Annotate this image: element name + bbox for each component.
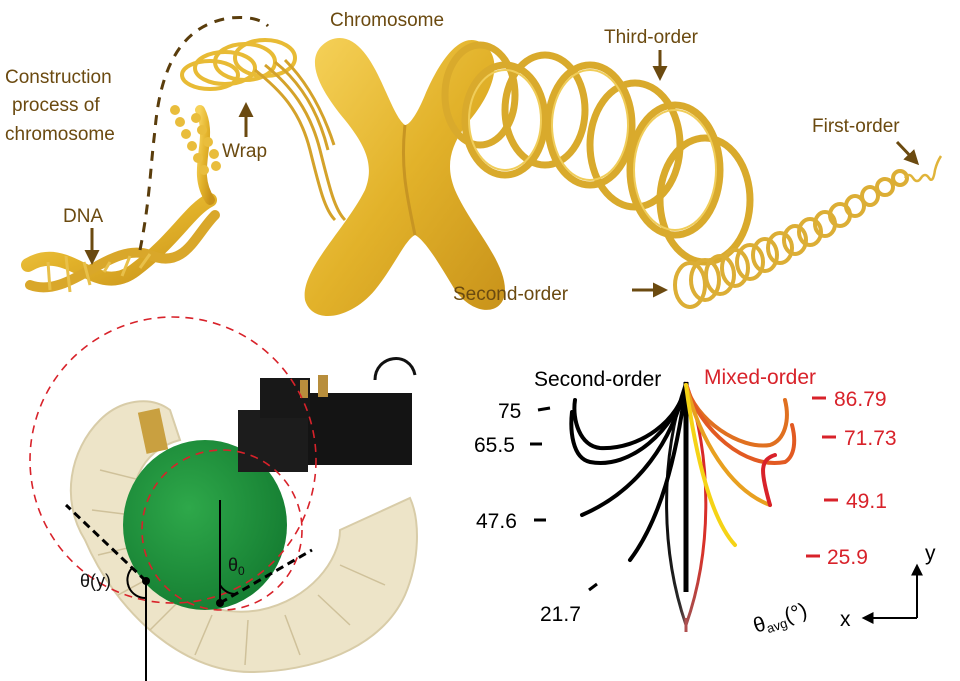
construction-dashed-path xyxy=(138,16,270,251)
construction-label-line3: chromosome xyxy=(5,124,115,145)
mixed-curve-2 xyxy=(684,383,797,466)
second-order-coil-illustration xyxy=(673,169,909,309)
tick-label-21-7: 21.7 xyxy=(540,603,581,626)
theta0-label: θ0 xyxy=(228,555,245,578)
second-order-ticks xyxy=(530,406,598,592)
theta0-arc xyxy=(219,584,237,596)
black-clamp-device xyxy=(238,357,417,472)
tick-label-49-1: 49.1 xyxy=(846,490,887,513)
theta0-subscript: 0 xyxy=(238,564,245,578)
tick-label-75: 75 xyxy=(498,400,521,423)
first-order-arrow xyxy=(895,140,920,166)
mixed-order-ticks xyxy=(806,396,838,558)
theta-avg-label: θavg(°) xyxy=(750,599,810,640)
wrap-coil-illustration xyxy=(170,38,347,222)
theta-avg-subscript: avg xyxy=(765,615,790,636)
chromosome-x-illustration xyxy=(304,38,505,317)
mixed-curve-red-tip xyxy=(761,453,777,507)
chromosome-label: Chromosome xyxy=(330,10,444,31)
green-cylinder xyxy=(123,440,287,610)
inner-dashed-circle xyxy=(141,449,303,611)
third-order-coil-illustration xyxy=(441,41,754,266)
construction-label-line2: process of xyxy=(12,95,100,116)
second-order-curves xyxy=(569,383,688,562)
mixed-curve-4 xyxy=(684,383,737,547)
actuator-photo-panel: θ(y) θ0 xyxy=(29,316,418,681)
tick-label-47-6: 47.6 xyxy=(476,510,517,533)
theta-y-dashed-tangent xyxy=(64,503,148,583)
mixed-order-title: Mixed-order xyxy=(704,366,816,389)
soft-actuator-body xyxy=(69,400,418,674)
curvature-diagram: Second-order Mixed-order 75 65.5 47.6 21… xyxy=(474,366,936,640)
left-connector-tab xyxy=(137,408,169,454)
theta0-pivot xyxy=(216,599,224,607)
theta-y-arc xyxy=(126,567,147,600)
dna-helix-illustration xyxy=(21,105,220,293)
mixed-curve-3 xyxy=(684,383,772,507)
tick-label-65-5: 65.5 xyxy=(474,434,515,457)
wrap-label: Wrap xyxy=(222,141,267,162)
theta-y-label: θ(y) xyxy=(80,571,111,591)
tick-75 xyxy=(537,406,551,412)
first-order-label: First-order xyxy=(812,116,900,137)
tick-label-25-9: 25.9 xyxy=(827,546,868,569)
dna-label: DNA xyxy=(63,206,103,227)
second-order-label: Second-order xyxy=(453,284,569,305)
third-order-coil-highlights xyxy=(468,69,717,231)
tick-label-71-73: 71.73 xyxy=(844,427,897,450)
construction-panel: Construction process of chromosome DNA W… xyxy=(5,10,943,317)
third-order-label: Third-order xyxy=(604,27,699,48)
construction-label-line1: Construction xyxy=(5,67,112,88)
y-axis-label: y xyxy=(925,542,936,565)
second-order-title: Second-order xyxy=(534,368,661,391)
x-axis-label: x xyxy=(840,608,851,631)
theta-y-pivot xyxy=(142,577,150,585)
outer-dashed-circle xyxy=(29,316,317,604)
actuator-segments xyxy=(91,469,386,666)
tick-21-7 xyxy=(588,582,598,592)
first-order-coil-illustration xyxy=(903,155,943,183)
tick-label-86-79: 86.79 xyxy=(834,388,887,411)
